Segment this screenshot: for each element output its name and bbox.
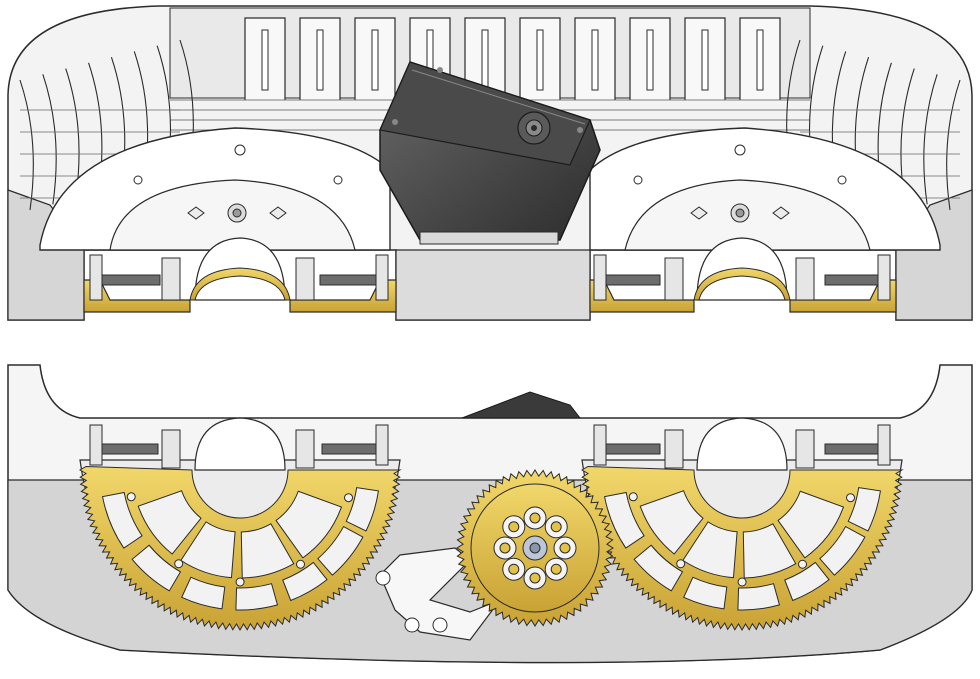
small-gear-hole-insert	[529, 512, 541, 524]
gear-spoke-window	[240, 523, 295, 579]
bottom-housing-view	[7, 364, 973, 664]
bottom-left-brackets	[89, 417, 389, 471]
gear-cutout	[101, 491, 143, 549]
side-rib	[19, 79, 34, 211]
rib-slot-gap	[316, 29, 324, 91]
servo-rear	[461, 391, 582, 419]
top-right-gold-brackets	[589, 254, 897, 313]
rib-slot-gap	[646, 29, 654, 91]
gear-bolt-hole	[344, 493, 354, 503]
gear-spoke-window	[137, 490, 202, 555]
gear-bolt-hole	[798, 559, 808, 569]
gear-cutout	[181, 576, 226, 610]
gear-spoke-window	[777, 490, 845, 559]
small-gear-hole-insert	[550, 521, 562, 533]
rib-slot-gap	[591, 29, 599, 91]
top-center-wall	[395, 249, 591, 321]
gear-bolt-hole	[174, 559, 184, 569]
gear-spoke-window	[639, 490, 704, 555]
small-gear-hole-insert	[499, 542, 511, 554]
small-gear-shaft-center	[529, 542, 541, 554]
linkage-pin	[404, 617, 420, 633]
gear-spoke-window	[275, 490, 343, 559]
gear-bolt-hole	[737, 577, 747, 587]
right-mount-plate	[589, 127, 941, 301]
rib-slots	[170, 17, 810, 131]
rib-slot-gap	[756, 29, 764, 91]
rib-slot-gap	[701, 29, 709, 91]
small-gear-hole-insert	[550, 563, 562, 575]
gear-bolt-hole	[126, 492, 136, 502]
gear-bolt-hole	[296, 559, 306, 569]
gear-bolt-hole	[628, 492, 638, 502]
linkage-pin	[375, 570, 391, 586]
side-rib	[923, 74, 938, 205]
gear-cutout	[683, 576, 728, 610]
small-gear-hole-insert	[508, 521, 520, 533]
small-drive-gear	[456, 469, 614, 627]
gear-bolt-hole	[676, 559, 686, 569]
right-large-gear	[581, 465, 904, 631]
rib-slot-gap	[481, 29, 489, 91]
small-gear-hole-insert	[508, 563, 520, 575]
gear-cutout	[784, 561, 830, 602]
left-large-gear	[79, 465, 402, 631]
bottom-right-brackets	[593, 417, 891, 471]
rib-slot-gap	[371, 29, 379, 91]
linkage-pin	[432, 617, 448, 633]
gear-cutout	[131, 544, 182, 592]
top-housing-view	[7, 5, 973, 321]
gear-bolt-hole	[846, 493, 856, 503]
gear-cutout	[317, 525, 364, 576]
side-rib	[946, 79, 961, 211]
gear-spoke-window	[742, 523, 797, 579]
gear-bolt-hole	[235, 577, 245, 587]
gear-cutout	[819, 525, 866, 576]
small-gear-hole-insert	[529, 572, 541, 584]
gear-cutout	[737, 583, 781, 611]
gear-cutout	[345, 487, 379, 532]
gear-cutout	[633, 544, 684, 592]
gear-cutout	[282, 561, 328, 602]
side-rib	[42, 74, 57, 205]
top-left-gold-brackets	[83, 254, 397, 313]
small-gear-hole-insert	[559, 542, 571, 554]
gear-cutout	[847, 487, 881, 532]
gear-cutout	[603, 491, 645, 549]
rib-slot-gap	[536, 29, 544, 91]
servo-motor	[379, 61, 601, 245]
gear-cutout	[235, 583, 279, 611]
rib-slot-gap	[261, 29, 269, 91]
